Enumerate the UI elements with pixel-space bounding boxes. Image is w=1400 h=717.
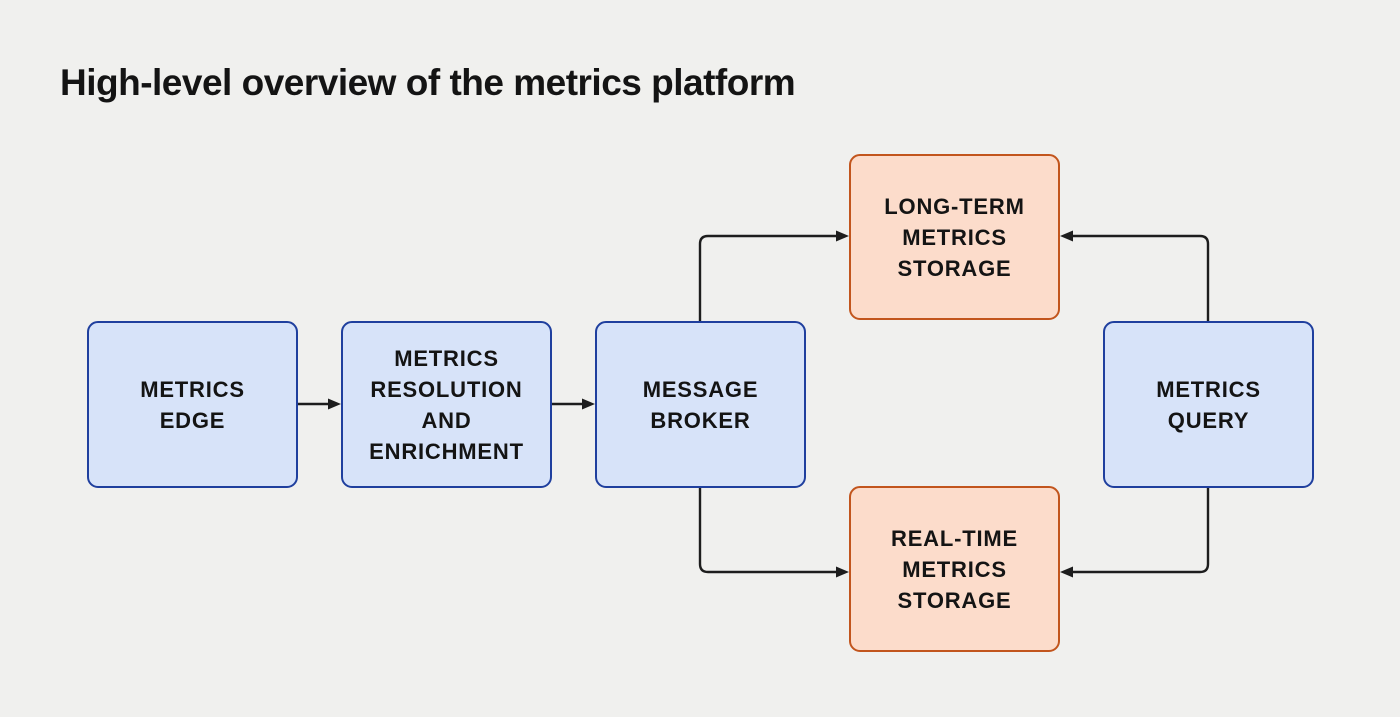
node-long-term-storage: LONG-TERM METRICS STORAGE — [849, 154, 1060, 320]
node-metrics-resolution: METRICS RESOLUTION AND ENRICHMENT — [341, 321, 552, 488]
node-long-term-storage-label: LONG-TERM METRICS STORAGE — [884, 193, 1025, 281]
node-metrics-edge-label: METRICS EDGE — [140, 376, 245, 433]
node-metrics-resolution-label: METRICS RESOLUTION AND ENRICHMENT — [369, 345, 524, 464]
node-metrics-query: METRICS QUERY — [1103, 321, 1314, 488]
connector-query-to-longterm — [1060, 230, 1210, 321]
connector-broker-to-longterm — [698, 230, 849, 321]
connector-query-to-realtime — [1060, 488, 1210, 578]
node-message-broker: MESSAGE BROKER — [595, 321, 806, 488]
node-metrics-edge: METRICS EDGE — [87, 321, 298, 488]
node-real-time-storage: REAL-TIME METRICS STORAGE — [849, 486, 1060, 652]
connector-broker-to-realtime — [698, 488, 849, 578]
node-real-time-storage-label: REAL-TIME METRICS STORAGE — [891, 525, 1018, 613]
node-message-broker-label: MESSAGE BROKER — [642, 376, 759, 433]
node-metrics-query-label: METRICS QUERY — [1156, 376, 1261, 433]
diagram-title: High-level overview of the metrics platf… — [60, 62, 796, 103]
